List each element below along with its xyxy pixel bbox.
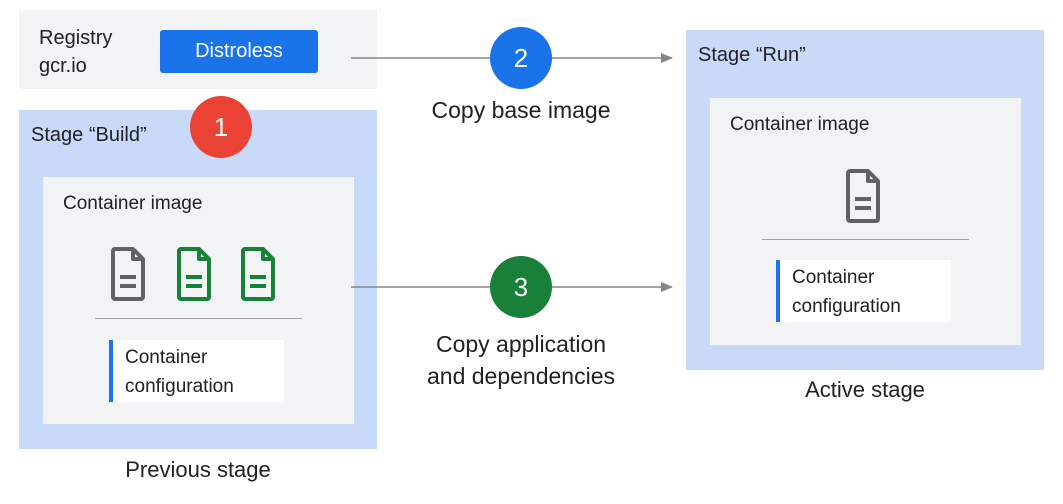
config-line2: configuration xyxy=(792,296,901,317)
step-3-badge: 3 xyxy=(490,256,552,318)
step-2-label: Copy base image xyxy=(431,97,611,123)
step-1-badge: 1 xyxy=(190,96,252,158)
step-2-badge: 2 xyxy=(490,27,552,89)
registry-box: Registry gcr.io Distroless xyxy=(19,10,377,89)
registry-label: Registry gcr.io xyxy=(39,24,112,80)
step-3-label-line1: Copy application xyxy=(435,331,607,357)
active-stage-caption: Active stage xyxy=(805,377,925,402)
registry-label-line2: gcr.io xyxy=(39,55,87,77)
config-line1: Container xyxy=(792,267,875,288)
stage-build-title: Stage “Build” xyxy=(31,124,147,146)
step-3-label: Copy application and dependencies xyxy=(390,328,652,392)
stage-build: Stage “Build” Container image Container … xyxy=(19,110,377,449)
divider xyxy=(762,239,969,240)
config-line1: Container xyxy=(125,347,208,368)
build-container-image: Container image Container configuration xyxy=(43,177,354,424)
registry-label-line1: Registry xyxy=(39,27,113,49)
divider xyxy=(95,318,302,319)
document-icon-green xyxy=(177,247,211,301)
previous-stage-caption: Previous stage xyxy=(125,457,271,482)
stage-run: Stage “Run” Container image Container co… xyxy=(686,30,1044,370)
build-container-title: Container image xyxy=(63,193,203,214)
run-container-title: Container image xyxy=(730,114,870,135)
stage-run-title: Stage “Run” xyxy=(698,44,806,66)
container-configuration-card: Container configuration xyxy=(109,340,284,402)
step-3-label-line2: and dependencies xyxy=(427,363,615,389)
container-configuration-card: Container configuration xyxy=(776,260,951,322)
run-container-image: Container image Container configuration xyxy=(710,98,1021,345)
document-icon xyxy=(846,169,880,223)
distroless-button[interactable]: Distroless xyxy=(160,30,318,73)
config-line2: configuration xyxy=(125,376,234,397)
document-icon-green xyxy=(241,247,275,301)
document-icon xyxy=(111,247,145,301)
